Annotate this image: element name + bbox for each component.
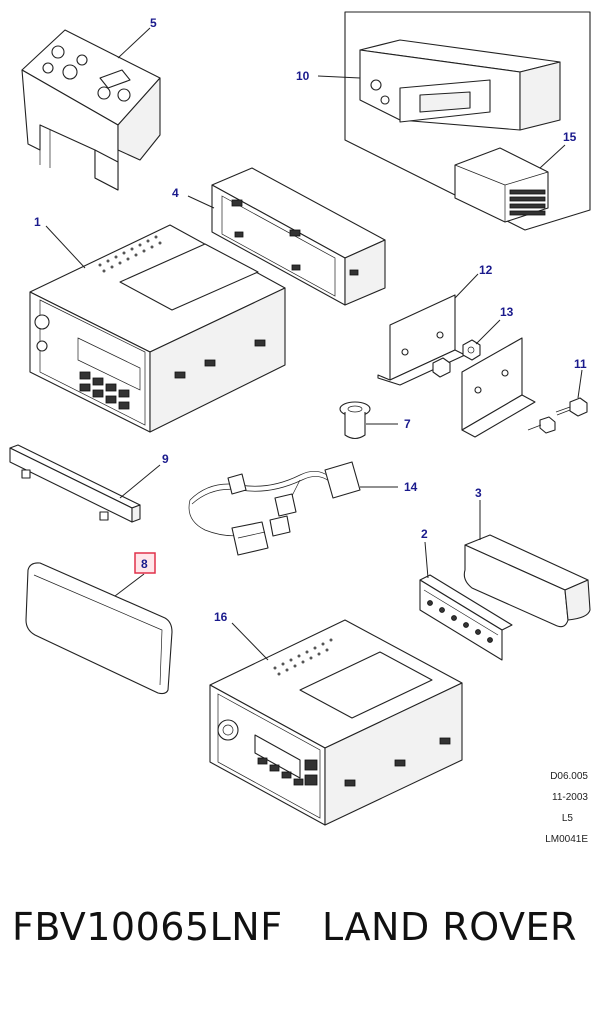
brand-name: LAND ROVER (322, 905, 577, 949)
part-number: FBV10065LNF (12, 905, 283, 949)
leader-4 (187, 195, 215, 209)
reference-date: 11-2003 (552, 792, 588, 803)
callout-1: 1 (34, 215, 41, 229)
part-9-trim-strip (9, 444, 141, 523)
callout-8[interactable]: 8 (141, 557, 148, 571)
callout-13: 13 (500, 305, 514, 319)
leader-12 (454, 273, 479, 299)
leader-11 (577, 369, 583, 399)
part-16-cd-radio (209, 619, 463, 826)
callout-10: 10 (296, 69, 310, 83)
part-11-screws (527, 397, 588, 434)
part-14-wiring-harness (188, 461, 361, 556)
reference-code: D06.005 (550, 771, 588, 782)
part-2-button-strip (419, 574, 513, 661)
part-12-bracket-b (461, 337, 536, 438)
callout-9: 9 (162, 452, 169, 466)
callout-4: 4 (172, 186, 179, 200)
part-10-cd-changer-box (344, 11, 591, 231)
callout-3: 3 (475, 486, 482, 500)
part-12-bracket (377, 294, 466, 386)
leader-13 (475, 319, 501, 345)
leader-5 (117, 27, 151, 59)
part-5-remote-unit (21, 29, 161, 191)
highlight-box[interactable] (134, 552, 156, 574)
leader-1 (45, 225, 86, 269)
footer: FBV10065LNF LAND ROVER (0, 905, 600, 985)
leader-9 (119, 464, 161, 499)
leader-16 (231, 622, 269, 661)
reference-block: D06.005 11-2003 L5 LM0041E (545, 771, 588, 845)
reference-level: L5 (562, 813, 574, 824)
part-8-blanking-plate (25, 562, 173, 695)
callout-11: 11 (574, 357, 587, 371)
leader-10 (317, 75, 361, 79)
part-3-cassette-case (463, 534, 591, 628)
callout-7: 7 (404, 417, 411, 431)
part-1-cassette-radio (29, 224, 286, 433)
part-7-grommet (339, 401, 371, 440)
part-13-nut (432, 339, 481, 378)
leader-8 (114, 573, 145, 597)
reference-drawing-id: LM0041E (545, 834, 588, 845)
callout-2: 2 (421, 527, 428, 541)
callout-5: 5 (150, 16, 157, 30)
leader-2 (424, 541, 429, 579)
callout-12: 12 (479, 263, 493, 277)
callout-14: 14 (404, 480, 418, 494)
callout-15: 15 (563, 130, 577, 144)
callout-16: 16 (214, 610, 228, 624)
part-4-din-cage (211, 167, 386, 306)
leader-15 (539, 144, 566, 169)
